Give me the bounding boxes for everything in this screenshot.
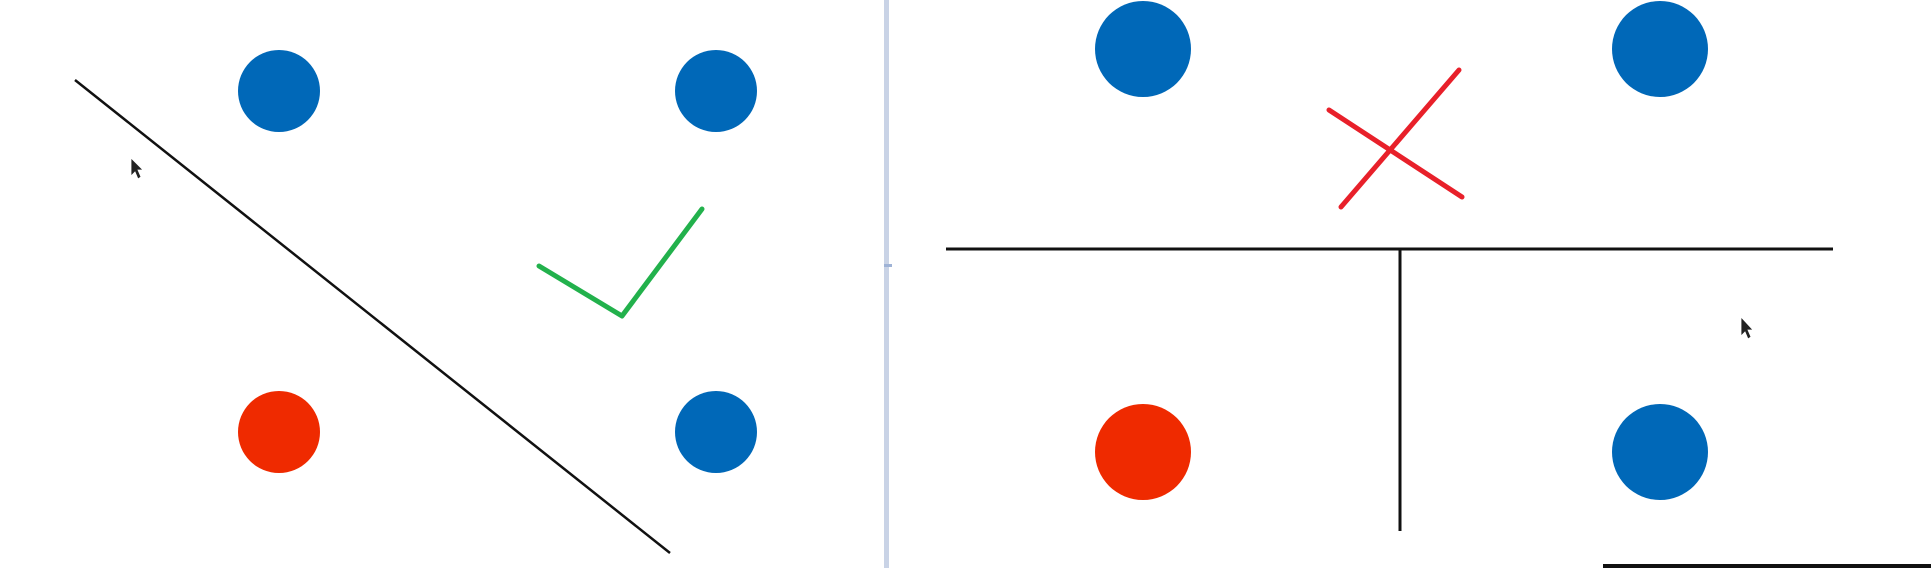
blue-point-top-left (1095, 1, 1191, 97)
divider-tick (884, 264, 892, 267)
bottom-edge-bar (1603, 564, 1931, 568)
blue-point-bottom-right (1612, 404, 1708, 500)
red-point-bottom-left (1095, 404, 1191, 500)
cross-icon (1326, 67, 1465, 210)
blue-point-bottom-right (675, 391, 757, 473)
mouse-cursor-icon (130, 157, 144, 180)
blue-point-top-right (675, 50, 757, 132)
diagonal-decision-boundary (74, 79, 671, 554)
red-point-bottom-left (238, 391, 320, 473)
right-panel (946, 1, 1931, 568)
left-panel (74, 50, 757, 554)
blue-point-top-right (1612, 1, 1708, 97)
blue-point-top-left (238, 50, 320, 132)
check-icon (536, 206, 705, 319)
panel-divider (884, 0, 892, 568)
mouse-cursor-icon (1740, 315, 1754, 340)
divider-bar (884, 0, 889, 568)
